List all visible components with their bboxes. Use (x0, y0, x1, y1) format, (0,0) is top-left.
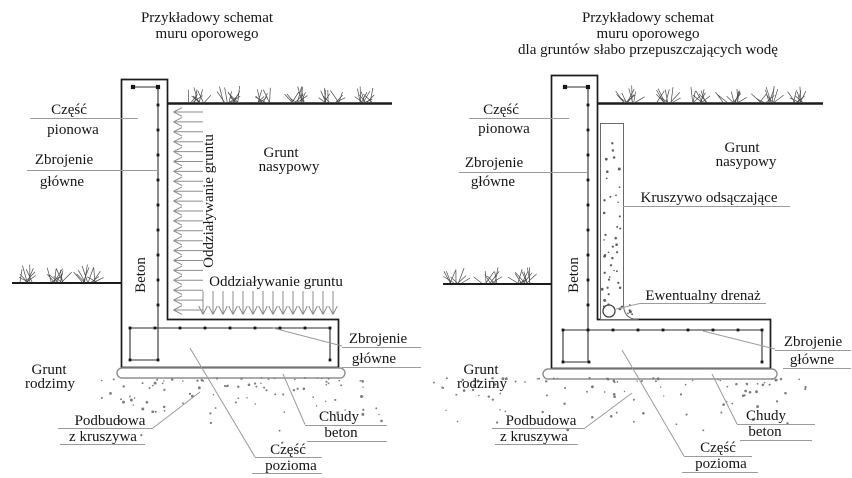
grass (443, 85, 807, 284)
label-grunt-nasypowy-1: Grunt (264, 145, 300, 161)
wall-and-footing-outline (550, 74, 772, 370)
wall-and-footing-outline (120, 78, 340, 369)
label-oddzialywanie-horizontal: Oddziaływanie gruntu (209, 274, 343, 290)
label-zbrojenie-sciana-2: główne (40, 174, 85, 190)
label-chudy-beton-1: Chudy (319, 409, 360, 425)
label-podbudowa-1: Podbudowa (75, 413, 146, 429)
lean-concrete-layer (542, 368, 778, 380)
leader-lines (27, 118, 421, 474)
label-grunt-nasypowy-2: nasypowy (259, 159, 320, 175)
drain-pipe (602, 304, 616, 318)
left-diagram: Przykładowy schemat muru oporowego Część… (12, 10, 421, 474)
rebar-dots (561, 84, 764, 364)
label-beton: Beton (566, 257, 582, 293)
label-ewentualny-drenaz: Ewentualny drenaż (645, 288, 761, 304)
lean-concrete-layer (116, 367, 346, 379)
drainage-aggregate-strip (600, 123, 639, 320)
label-czesc-pozioma-1: Część (270, 442, 306, 458)
label-czesc-pionowa-1: Część (483, 102, 519, 118)
label-zbrojenie-lawa-2: główne (790, 352, 835, 368)
label-zbrojenie-lawa-2: główne (352, 351, 397, 367)
label-czesc-pozioma-2: pozioma (265, 458, 317, 474)
label-grunt-nasypowy-1: Grunt (725, 140, 761, 156)
leader-lines (459, 118, 851, 473)
label-grunt-rodzimy-1: Grunt (32, 362, 68, 378)
diagram-title-line2: muru oporowego (597, 26, 700, 42)
right-diagram: Przykładowy schemat muru oporowego dla g… (432, 10, 851, 473)
label-chudy-beton-2: beton (748, 424, 782, 440)
label-czesc-pozioma-2: pozioma (695, 456, 747, 472)
label-zbrojenie-sciana-1: Zbrojenie (35, 152, 94, 168)
label-beton: Beton (133, 257, 149, 293)
label-grunt-rodzimy-1: Grunt (464, 362, 500, 378)
label-zbrojenie-sciana-2: główne (471, 174, 516, 190)
label-czesc-pionowa-1: Część (51, 102, 87, 118)
diagram-title-line2: muru oporowego (156, 26, 259, 42)
label-chudy-beton-2: beton (324, 425, 358, 441)
label-kruszywo-odsaczajace: Kruszywo odsączające (640, 190, 777, 206)
label-czesc-pozioma-1: Część (700, 440, 736, 456)
label-oddzialywanie-vertical: Oddziaływanie gruntu (201, 134, 217, 268)
drainage-aggregate-dots (600, 142, 634, 316)
earth-pressure-arrows-horizontal (173, 107, 203, 315)
label-grunt-nasypowy-2: nasypowy (716, 154, 777, 170)
label-chudy-beton-1: Chudy (746, 408, 787, 424)
aggregate-base-dots (432, 376, 807, 432)
grass (18, 85, 375, 283)
label-czesc-pionowa-2: pionowa (478, 121, 530, 137)
diagram-title-line3: dla gruntów słabo przepuszczających wodę (518, 42, 778, 58)
diagram-title-line1: Przykładowy schemat (582, 10, 715, 26)
earth-pressure-arrows-vertical (198, 291, 338, 315)
rebar (561, 84, 764, 364)
aggregate-base-dots (100, 377, 383, 444)
diagram-title-line1: Przykładowy schemat (141, 10, 274, 26)
rebar (128, 84, 332, 362)
label-zbrojenie-sciana-1: Zbrojenie (465, 155, 524, 171)
label-podbudowa-2: z kruszywa (69, 429, 137, 445)
label-zbrojenie-lawa-1: Zbrojenie (784, 334, 843, 350)
rebar-dots (128, 84, 332, 362)
label-podbudowa-2: z kruszywa (500, 429, 568, 445)
label-podbudowa-1: Podbudowa (506, 413, 577, 429)
label-czesc-pionowa-2: pionowa (47, 122, 99, 138)
label-grunt-rodzimy-2: rodzimy (25, 376, 75, 392)
label-grunt-rodzimy-2: rodzimy (457, 376, 507, 392)
label-zbrojenie-lawa-1: Zbrojenie (349, 331, 408, 347)
